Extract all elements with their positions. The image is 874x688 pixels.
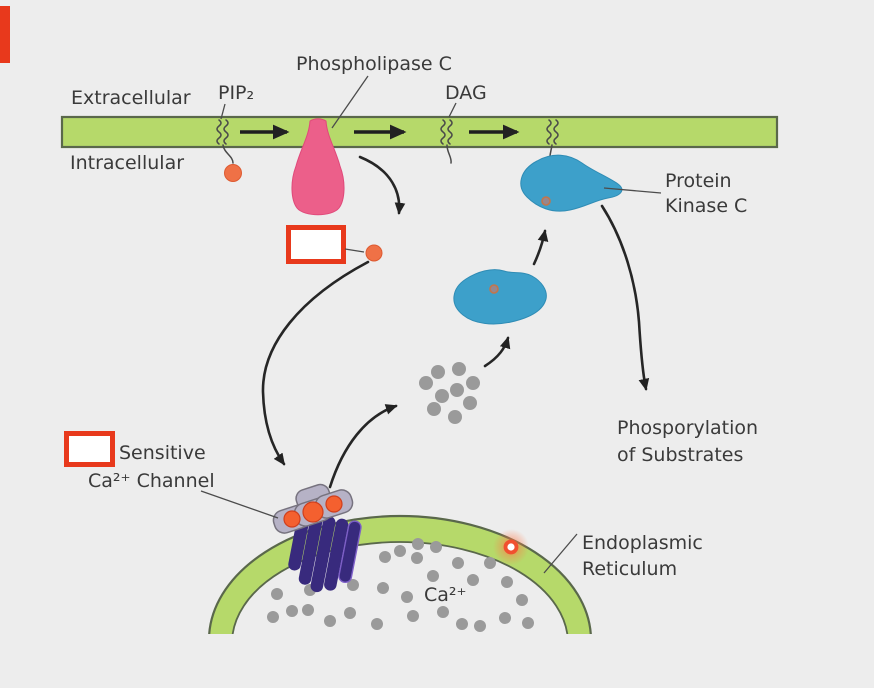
kinase-site-dot-2 xyxy=(541,196,551,206)
arrow-plc-to-ip3 xyxy=(358,155,406,215)
pip2-label: PIP₂ xyxy=(218,82,254,104)
label-line-pip2 xyxy=(220,103,226,120)
protein-kinase-c-cytosolic-shape xyxy=(453,269,547,325)
label-line-dag xyxy=(448,102,457,118)
protein-kinase-c-shape xyxy=(520,154,623,212)
arrow-ip3-to-channel xyxy=(261,260,370,466)
er-label-line2: Reticulum xyxy=(582,558,677,580)
extracellular-label: Extracellular xyxy=(71,87,191,109)
label-line-er xyxy=(543,533,578,574)
plasma-membrane xyxy=(60,115,779,149)
redaction-box-channel xyxy=(64,431,115,467)
dag-label: DAG xyxy=(445,82,487,104)
ca-channel-label-line1: Sensitive xyxy=(119,442,206,464)
ca-channel-label-line2: Ca²⁺ Channel xyxy=(88,470,215,492)
intracellular-label: Intracellular xyxy=(70,152,184,174)
phosphorylation-label-line1: Phosporylation xyxy=(617,417,758,439)
calcium-channel xyxy=(272,483,362,593)
ip3-dot xyxy=(365,244,383,262)
channel-pore-dot-2 xyxy=(302,501,324,523)
pip2-lipid-icon xyxy=(216,119,234,164)
channel-pore-dot-1 xyxy=(283,510,301,528)
phosphorylation-label-line2: of Substrates xyxy=(617,444,743,466)
kinase-site-dot xyxy=(489,284,499,294)
calcium-release-site xyxy=(493,529,529,565)
redaction-bar xyxy=(0,6,10,63)
phospholipase-c-label: Phospholipase C xyxy=(296,53,452,75)
er-label-line1: Endoplasmic xyxy=(582,532,703,554)
protein-kinase-c-label-line1: Protein xyxy=(665,170,732,192)
arrow-channel-to-calcium xyxy=(328,404,398,489)
label-line-ip3 xyxy=(344,248,365,253)
dag-lipid-icon xyxy=(440,119,453,164)
released-calcium-cluster xyxy=(419,362,480,424)
arrow-pkc-to-substrates xyxy=(600,204,650,391)
pip2-headgroup-dot xyxy=(224,164,242,182)
phospholipase-c-shape xyxy=(291,118,345,216)
redaction-box-ip3 xyxy=(286,225,346,264)
label-line-pkc xyxy=(603,187,662,194)
er-calcium-dots xyxy=(267,538,534,632)
label-line-channel xyxy=(200,490,279,519)
label-line-phospholipase xyxy=(331,75,369,129)
protein-kinase-c-label-line2: Kinase C xyxy=(665,195,747,217)
arrow-kinase-activation xyxy=(532,229,549,266)
ca-ions-label: Ca²⁺ xyxy=(424,584,467,606)
channel-pore-dot-3 xyxy=(325,495,343,513)
arrow-calcium-to-kinase xyxy=(483,336,511,368)
